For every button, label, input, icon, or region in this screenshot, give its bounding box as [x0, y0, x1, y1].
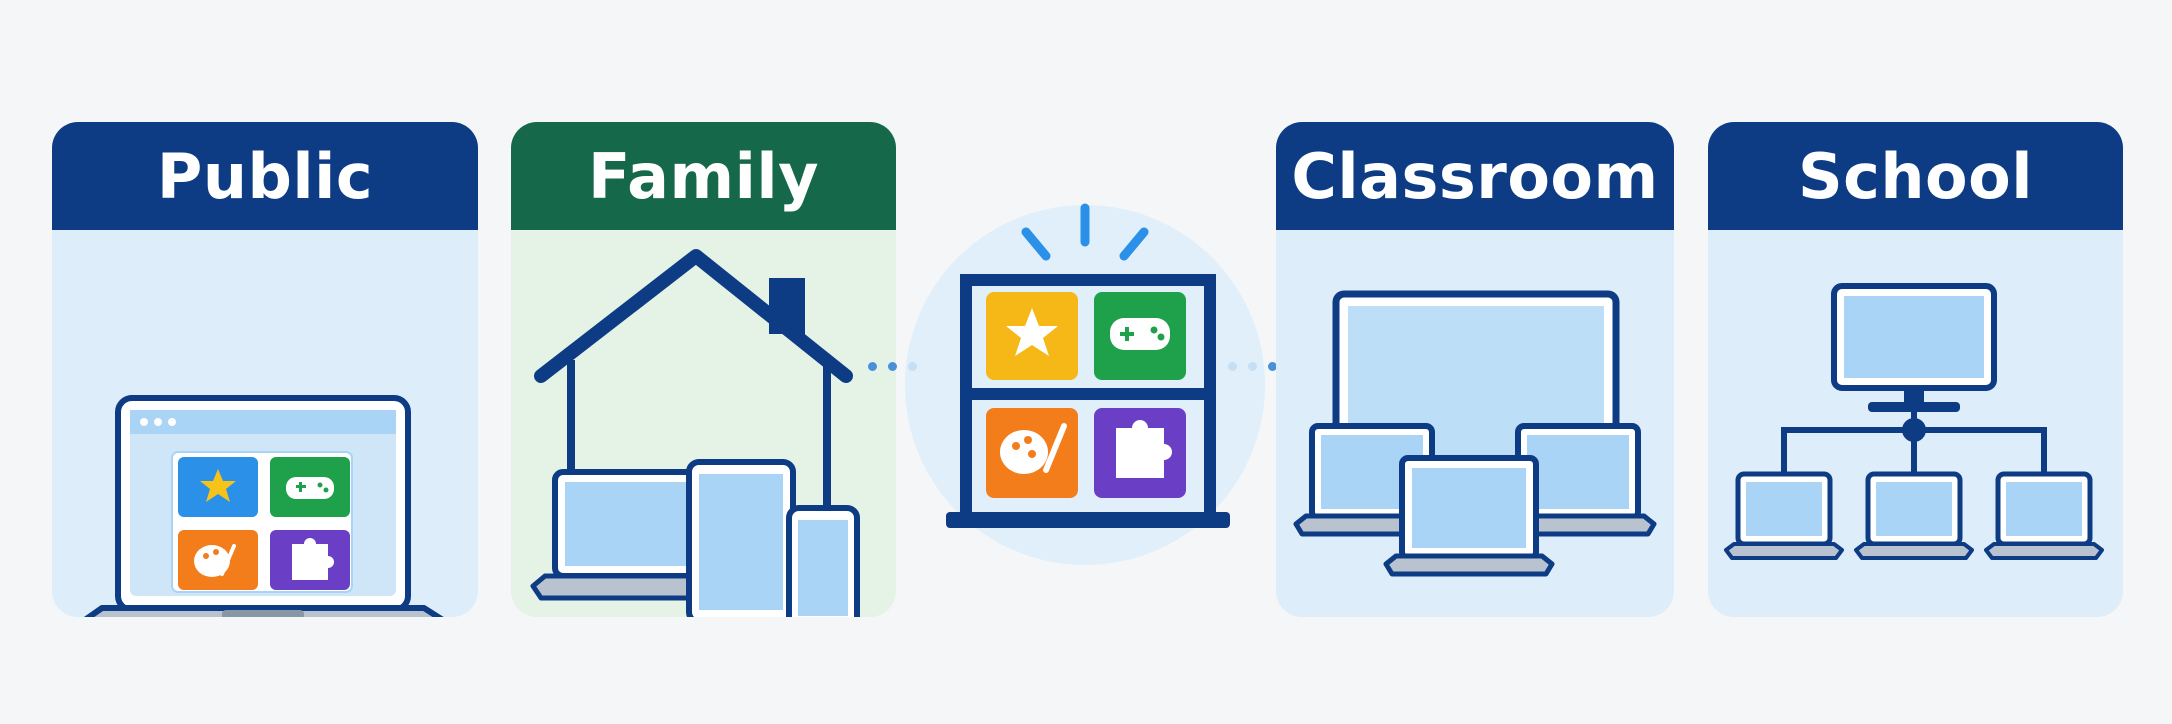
school-network-icon	[1724, 283, 2104, 560]
card-public-body	[52, 230, 478, 617]
card-school-body	[1708, 230, 2123, 617]
house-devices-icon	[530, 249, 860, 617]
card-public: Public	[52, 122, 478, 617]
card-family: Family	[511, 122, 896, 617]
card-classroom-header: Classroom	[1276, 122, 1674, 230]
laptop-app-grid-icon	[83, 395, 444, 617]
card-classroom: Classroom	[1276, 122, 1674, 617]
card-family-body	[511, 230, 896, 617]
card-public-header: Public	[52, 122, 478, 230]
card-family-header: Family	[511, 122, 896, 230]
card-school: School	[1708, 122, 2123, 617]
classroom-devices-icon	[1293, 290, 1657, 577]
card-classroom-body	[1276, 230, 1674, 617]
content-shelf-hub	[900, 160, 1270, 580]
card-school-header: School	[1708, 122, 2123, 230]
app-shelf-icon	[905, 203, 1265, 565]
